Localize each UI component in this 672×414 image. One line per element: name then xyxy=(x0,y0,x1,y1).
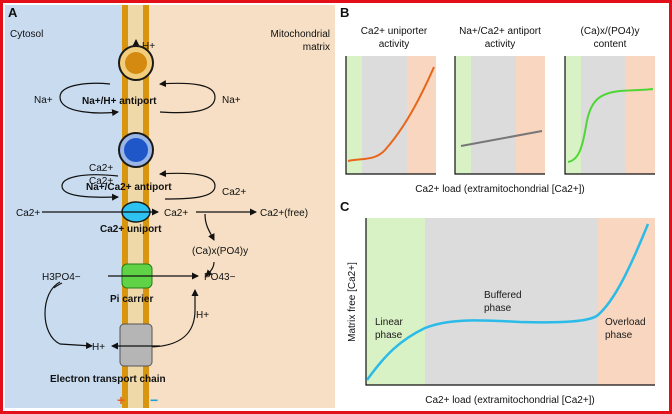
panel-c-ylabel: Matrix free [Ca2+] xyxy=(347,262,358,342)
pi-carrier-label: Pi carrier xyxy=(110,294,153,305)
matrix-label-line1: Mitochondrial xyxy=(271,29,330,40)
panel-c-axes xyxy=(365,218,655,386)
ca-in-label: Ca2+ xyxy=(16,208,40,219)
zone-linear xyxy=(455,56,471,174)
ca-uniporter: Ca2+ Ca2+ Ca2+(free) Ca2+ uniport (Ca)x(… xyxy=(16,201,308,277)
ca-left-top-label: Ca2+ xyxy=(89,163,113,174)
panel-b-letter: B xyxy=(340,5,349,20)
h3po4-label: H3PO4− xyxy=(42,272,81,283)
subplot3-title-line1: (Ca)x/(PO4)y xyxy=(581,26,640,37)
panel-c-xlabel: Ca2+ load (extramitochondrial [Ca2+]) xyxy=(425,395,595,406)
subplot-content: (Ca)x/(PO4)y content xyxy=(564,26,655,175)
na-ca-antiporter: Ca2+ Ca2+ Na+/Ca2+ antiport Ca2+ xyxy=(61,132,246,201)
h-left-label: H+ xyxy=(92,342,105,353)
subplot2-title-line2: activity xyxy=(485,39,516,50)
na-ca-antiport-label: Na+/Ca2+ antiport xyxy=(86,182,172,193)
zone-linear xyxy=(366,218,425,385)
matrix-ca-curve xyxy=(365,223,650,381)
subplot3-title-line2: content xyxy=(594,39,627,50)
subplot2-axes xyxy=(454,56,545,175)
buffered-phase-line1: Buffered xyxy=(484,290,522,301)
ca-uniport-label: Ca2+ uniport xyxy=(100,224,162,235)
etc-label: Electron transport chain xyxy=(50,374,166,385)
ca-matrix-label: Ca2+ xyxy=(164,208,188,219)
cytosol-region xyxy=(5,5,127,408)
ca-free-label: Ca2+(free) xyxy=(260,208,308,219)
subplot-antiport: Na+/Ca2+ antiport activity xyxy=(454,26,545,175)
overload-phase-line2: phase xyxy=(605,330,633,341)
zone-linear xyxy=(346,56,362,174)
panel-b-xlabel: Ca2+ load (extramitochondrial [Ca2+]) xyxy=(415,184,585,195)
subplot-uniporter: Ca2+ uniporter activity xyxy=(345,26,436,175)
antiport-curve xyxy=(460,130,543,147)
na-right-label: Na+ xyxy=(222,95,241,106)
po4-label: PO43− xyxy=(204,272,236,283)
zone-overload xyxy=(626,56,655,174)
zone-linear xyxy=(565,56,581,174)
ca-left-mid-label: Ca2+ xyxy=(89,176,113,187)
overload-phase-line1: Overload xyxy=(605,317,646,328)
subplot1-title-line2: activity xyxy=(379,39,410,50)
cytosol-label: Cytosol xyxy=(10,29,43,40)
panel-a-letter: A xyxy=(8,5,18,20)
panel-c-letter: C xyxy=(340,199,350,214)
matrix-region xyxy=(127,5,335,408)
subplot2-title-line1: Na+/Ca2+ antiport xyxy=(459,26,541,37)
subplot3-axes xyxy=(564,56,655,175)
zone-overload xyxy=(516,56,545,174)
linear-phase-line1: Linear xyxy=(375,317,403,328)
plus-sign: + xyxy=(117,392,125,408)
panel-b: B Ca2+ uniporter activity Na+/Ca2+ antip… xyxy=(340,5,655,195)
zone-buffered xyxy=(471,56,516,174)
na-left-label: Na+ xyxy=(34,95,53,106)
uniporter-curve xyxy=(347,66,435,162)
content-curve xyxy=(567,88,654,163)
h-right-label: H+ xyxy=(196,310,209,321)
pi-carrier: H3PO4− PO43− Pi carrier H+ H+ xyxy=(42,263,236,353)
subplot1-axes xyxy=(345,56,436,175)
matrix-label-line2: matrix xyxy=(303,42,330,53)
panel-c: C Matrix free [Ca2+] Ca2+ load (extramit… xyxy=(340,199,655,406)
na-h-antiporter: H+ Na+ Na+ Na+/H+ antiport xyxy=(34,39,241,117)
zone-overload xyxy=(598,218,655,385)
zone-buffered xyxy=(362,56,407,174)
ca-po4-label: (Ca)x(PO4)y xyxy=(192,246,248,257)
linear-phase-line2: phase xyxy=(375,330,403,341)
h-top-label: H+ xyxy=(142,41,155,52)
buffered-phase-line2: phase xyxy=(484,303,512,314)
subplot1-title-line1: Ca2+ uniporter xyxy=(361,26,428,37)
na-h-antiport-label: Na+/H+ antiport xyxy=(82,96,157,107)
minus-sign: − xyxy=(150,392,158,408)
zone-buffered xyxy=(425,218,598,385)
electron-transport-chain: Electron transport chain + − xyxy=(50,323,166,408)
ca-right-top-label: Ca2+ xyxy=(222,187,246,198)
panel-a: A Cytosol Mitochondrial matrix H+ Na+ Na… xyxy=(5,5,335,408)
